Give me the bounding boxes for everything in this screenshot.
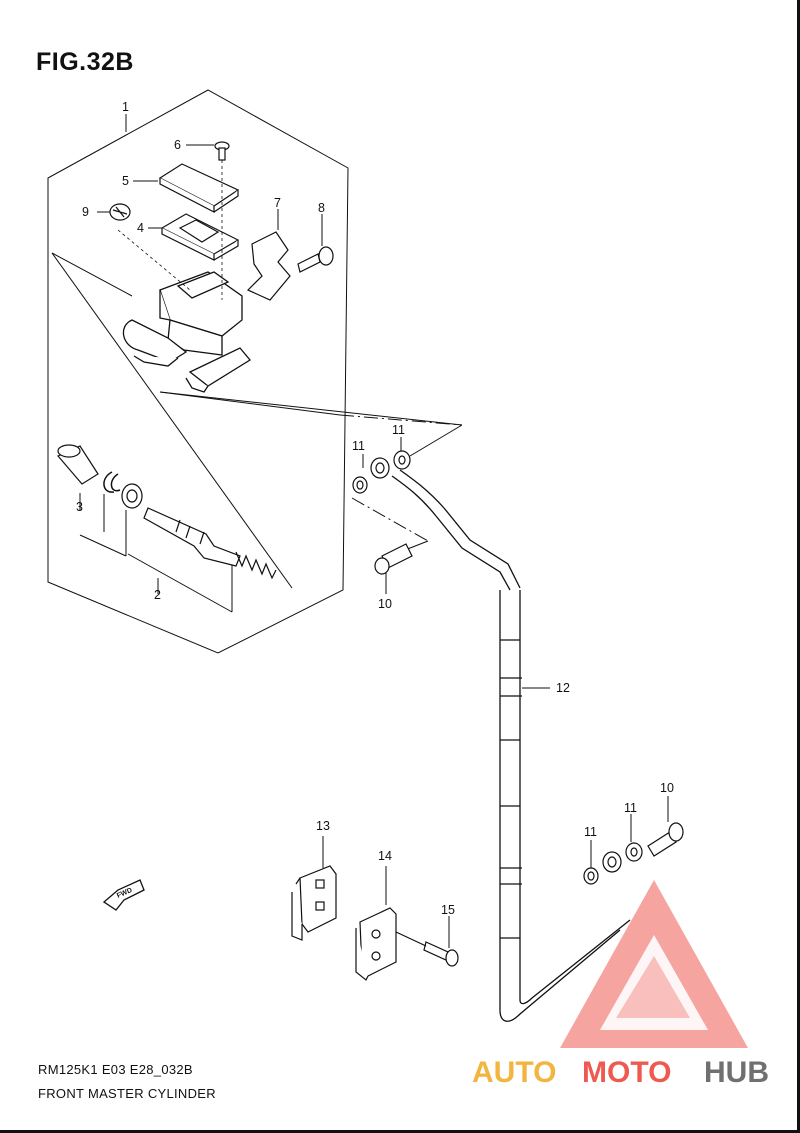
callout-11-a: 11 — [352, 439, 365, 453]
callout-14: 14 — [378, 849, 392, 863]
explode-line — [51, 252, 133, 297]
watermark-hub: HUB — [704, 1056, 769, 1089]
watermark-auto: AUTO — [472, 1056, 556, 1089]
explode-line — [159, 391, 341, 416]
brake-hose — [391, 469, 631, 1022]
watermark-moto: MOTO — [582, 1056, 671, 1089]
explode-line — [159, 391, 463, 426]
figure-title: FIG.32B — [36, 48, 134, 76]
callout-4: 4 — [137, 221, 144, 235]
union-bolt-top — [374, 543, 413, 575]
washer-bottom — [583, 842, 643, 885]
hose-clamp-13 — [291, 865, 337, 941]
callout-7: 7 — [274, 196, 281, 210]
washer-icon — [121, 483, 143, 509]
callout-12: 12 — [556, 681, 570, 695]
callout-1: 1 — [122, 100, 129, 114]
callout-5: 5 — [122, 174, 129, 188]
callout-8: 8 — [318, 201, 325, 215]
callout-13: 13 — [316, 819, 330, 833]
holder-clamp — [246, 231, 291, 301]
callout-2: 2 — [154, 588, 161, 602]
spring-icon — [235, 551, 277, 580]
hose-guide-14 — [355, 907, 397, 981]
callout-15: 15 — [441, 903, 455, 917]
callout-10-top: 10 — [378, 597, 392, 611]
washer-top — [352, 450, 411, 494]
fwd-arrow-icon: FWD — [102, 879, 145, 911]
diaphragm-plate — [160, 213, 240, 261]
boot-icon — [57, 444, 99, 485]
watermark-logo: AUTO MOTO HUB — [472, 880, 769, 1089]
figure-caption: FRONT MASTER CYLINDER — [38, 1086, 216, 1101]
union-bolt-bottom — [647, 822, 684, 857]
diaphragm-icon — [109, 203, 131, 221]
callout-6: 6 — [174, 138, 181, 152]
piston-icon — [143, 507, 241, 567]
callout-10-bottom: 10 — [660, 781, 674, 795]
callout-9: 9 — [82, 205, 89, 219]
circlip-icon — [103, 471, 121, 493]
bolt-15 — [395, 931, 459, 967]
callout-3: 3 — [76, 500, 83, 514]
screw-icon — [214, 141, 230, 161]
reservoir-cap — [158, 163, 240, 213]
bolt-icon — [297, 246, 334, 273]
explode-line — [51, 252, 293, 589]
assembly-outline — [47, 89, 349, 654]
callout-11-d: 11 — [624, 801, 637, 815]
master-cylinder-body — [122, 271, 251, 393]
callouts: 1 2 3 4 5 6 7 8 9 10 10 11 11 11 11 12 1… — [76, 100, 674, 917]
callout-11-c: 11 — [584, 825, 597, 839]
figure-code: RM125K1 E03 E28_032B — [38, 1062, 193, 1077]
callout-11-b: 11 — [392, 423, 405, 437]
